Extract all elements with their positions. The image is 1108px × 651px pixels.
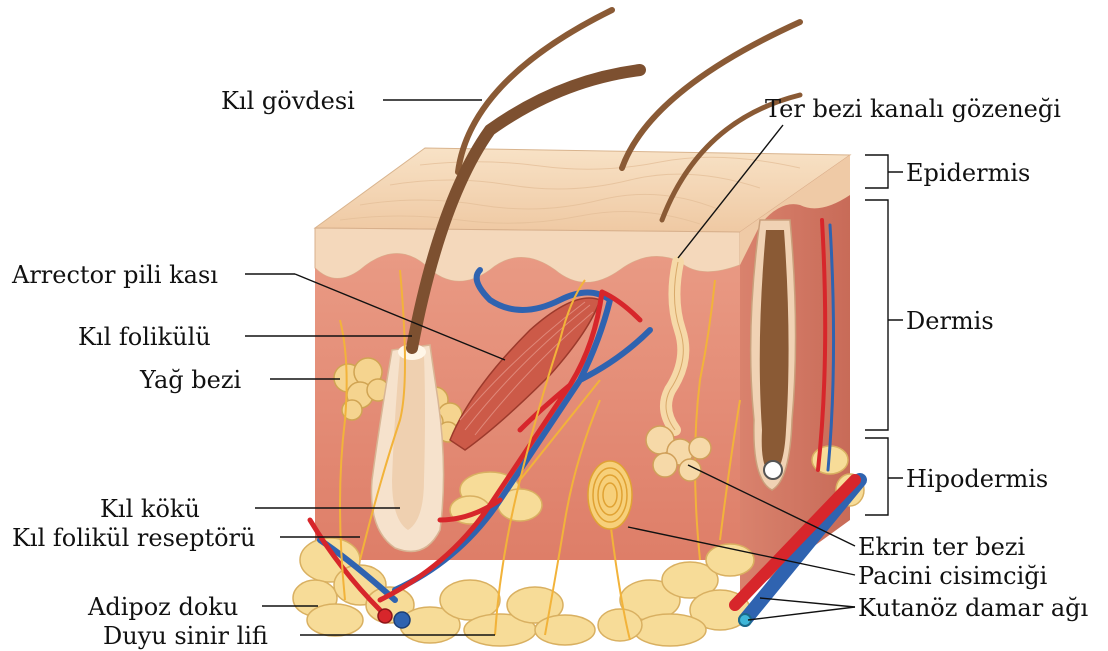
dermis-bracket bbox=[865, 200, 903, 430]
pacinian-corpuscle bbox=[588, 461, 632, 529]
label-hair-shaft: Kıl gövdesi bbox=[221, 87, 355, 115]
label-sensory-nerve: Duyu sinir lifi bbox=[103, 622, 268, 650]
label-arrector-pili: Arrector pili kası bbox=[11, 261, 218, 289]
label-sweat-pore: Ter bezi kanalı gözeneği bbox=[765, 95, 1061, 123]
label-pacinian: Pacini cisimciği bbox=[858, 562, 1048, 590]
label-eccrine-gland: Ekrin ter bezi bbox=[858, 533, 1025, 561]
label-follicle-receptor: Kıl folikül reseptörü bbox=[12, 524, 255, 552]
label-vascular: Kutanöz damar ağı bbox=[858, 594, 1089, 622]
hypodermis-bracket bbox=[865, 438, 903, 515]
label-dermis: Dermis bbox=[906, 307, 994, 335]
epidermis-bracket bbox=[865, 155, 903, 188]
label-epidermis: Epidermis bbox=[906, 159, 1030, 187]
label-hair-root: Kıl kökü bbox=[100, 495, 200, 523]
label-hypodermis: Hipodermis bbox=[906, 465, 1048, 493]
label-sebaceous-gland: Yağ bezi bbox=[139, 366, 241, 394]
label-adipose: Adipoz doku bbox=[87, 593, 238, 621]
label-hair-follicle: Kıl folikülü bbox=[78, 323, 211, 351]
layer-brackets bbox=[865, 155, 903, 515]
